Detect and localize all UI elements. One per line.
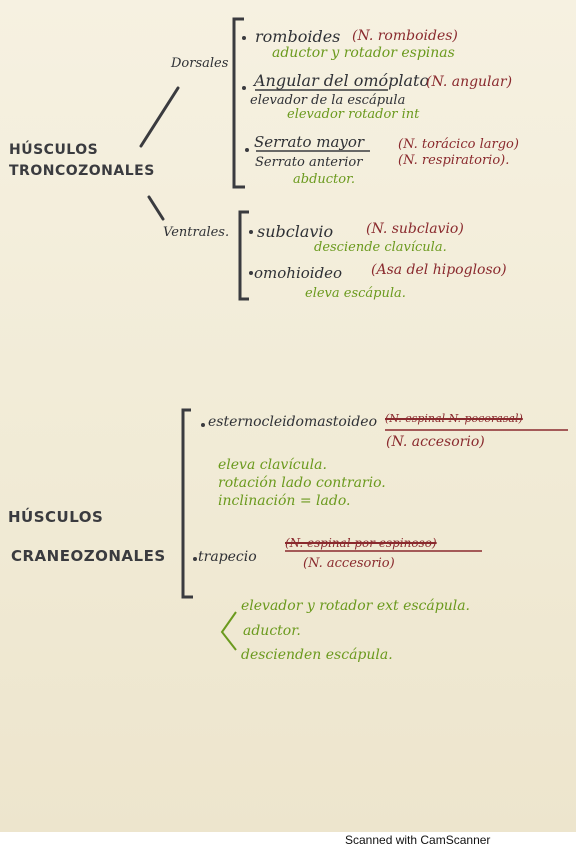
esterno-action3: inclinación = lado. (218, 493, 351, 509)
trapecio-action3: descienden escápula. (241, 647, 393, 663)
bullet-trapecio (193, 557, 197, 561)
angular-action1: elevador de la escápula (250, 93, 406, 108)
bullet-esterno (201, 423, 205, 427)
omohioideo-nerve: (Asa del hipogloso) (371, 262, 507, 278)
serrato-nerve2: (N. respiratorio). (398, 153, 510, 168)
subclavio-name: subclavio (257, 222, 334, 241)
bracket-craneozonales (181, 408, 193, 599)
esterno-struck-nerve: (N. espinal N. pocorasal) (385, 412, 523, 425)
subclavio-nerve: (N. subclavio) (366, 221, 464, 237)
angular-name: Angular del omóplato (254, 71, 430, 90)
camscanner-watermark: Scanned with CamScanner (345, 832, 525, 848)
bullet-romboides (242, 36, 246, 40)
trapecio-action1: elevador y rotador ext escápula. (241, 598, 470, 614)
connector-ventrales (147, 195, 165, 221)
bullet-subclavio (249, 230, 253, 234)
omohioideo-name: omohioideo (254, 264, 343, 282)
troncozonales-title-line2: TRONCOZONALES (9, 163, 155, 179)
trapecio-name: trapecio (198, 549, 257, 565)
bracket-dorsales (232, 17, 245, 189)
troncozonales-title-line1: HÚSCULOS (9, 142, 99, 158)
dorsales-label: Dorsales (171, 56, 229, 71)
angular-action2: elevador rotador int (287, 107, 420, 122)
omohioideo-action: eleva escápula. (305, 286, 406, 301)
romboides-name: romboides (255, 27, 341, 46)
bullet-angular (242, 86, 246, 90)
craneozonales-title-line1: HÚSCULOS (8, 508, 104, 526)
bracket-ventrales (238, 210, 249, 301)
esterno-nerve: (N. accesorio) (386, 434, 485, 450)
romboides-action: aductor y rotador espinas (272, 45, 455, 61)
serrato-name: Serrato mayor (254, 133, 365, 151)
subclavio-action: desciende clavícula. (314, 240, 447, 255)
serrato-action: abductor. (293, 172, 356, 187)
esterno-action1: eleva clavícula. (218, 457, 327, 473)
esterno-name: esternocleidomastoideo (208, 414, 378, 430)
craneozonales-title-line2: CRANEOZONALES (11, 547, 166, 565)
trapecio-nerve: (N. accesorio) (303, 556, 395, 571)
connector-dorsales (139, 86, 180, 148)
bullet-omohioideo (249, 271, 253, 275)
serrato-nerve1: (N. torácico largo) (398, 137, 519, 152)
esterno-action2: rotación lado contrario. (218, 475, 386, 491)
serrato-alt-name: Serrato anterior (255, 155, 363, 170)
trapecio-struck-nerve: (N. espinal por espinoso) (285, 536, 437, 550)
ventrales-label: Ventrales. (163, 225, 230, 240)
angular-nerve: (N. angular) (426, 74, 513, 90)
trapecio-action2: aductor. (243, 623, 301, 639)
romboides-nerve: (N. romboides) (352, 28, 458, 44)
bullet-serrato (245, 148, 249, 152)
brace-trapecio-actions (220, 611, 237, 651)
